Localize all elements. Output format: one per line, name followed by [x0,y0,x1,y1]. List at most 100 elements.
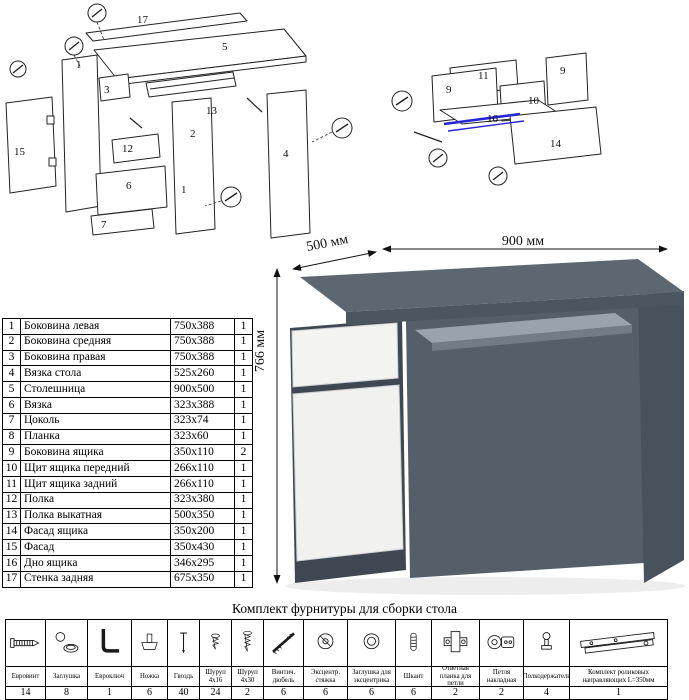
drawer-side-right-panel [545,52,589,106]
parts-cell-size: 675x350 [170,570,235,588]
parts-cell-name: Боковина ящика [20,444,171,462]
parts-cell-num: 6 [2,396,21,414]
dim-width-label: 900 мм [502,234,544,249]
double-thread-dowel-icon [264,620,303,666]
parts-cell-name: Полка [20,491,171,509]
eccentric-cam-icon [304,620,347,666]
hardware-kit-title: Комплект фурнитуры для сборки стола [232,601,457,616]
hardware-item-name: Гвоздь [168,666,199,686]
floor-shadow [285,577,685,595]
side-panel-right [638,291,684,583]
hardware-item-qty: 6 [396,686,431,699]
side-right-panel [266,89,311,239]
parts-cell-qty: 1 [234,554,253,572]
parts-cell-size: 266x110 [170,475,235,493]
desktop-top [300,259,684,312]
loose-screws [413,131,443,143]
hardware-item-qty: 1 [88,686,131,699]
back-wall-panel [85,12,248,42]
rolling-shelf-panel [145,71,237,98]
wood-dowel-icon [396,620,431,666]
parts-cell-size: 323x60 [170,428,235,446]
side-left-panel [61,54,102,213]
parts-cell-qty: 1 [234,349,253,367]
callout-number: 17 [137,14,149,26]
hardware-item-qty: 6 [264,686,303,699]
parts-cell-size: 750x388 [170,318,235,335]
parts-cell-name: Фасад ящика [20,523,171,541]
dimension-lines [273,245,668,584]
hardware-item-name: Ножка [132,666,167,686]
loose-screws [129,97,263,129]
nail-icon [168,620,199,666]
drawer-diagram-callouts: 11 9 9 10 16 14 [446,65,566,150]
callout-number: 3 [104,84,110,96]
callout-number: 4 [283,148,289,160]
confirmat-screw-icon [6,620,45,666]
parts-cell-name: Вязка [20,396,171,414]
hardware-item-qty: 6 [132,686,167,699]
hardware-item-qty: 8 [46,686,87,699]
hardware-item-name: Комплект роликовых направляющих L=350мм [570,666,667,686]
parts-cell-size: 266x110 [170,460,235,477]
parts-cell-qty: 1 [234,570,253,588]
hinge-mark [46,115,55,125]
parts-cell-size: 346x295 [170,554,235,572]
parts-cell-num: 1 [2,318,21,335]
parts-cell-qty: 1 [234,318,253,335]
callout-number: 1 [181,184,187,196]
exploded-diagram-drawer: 11 9 9 10 16 14 [391,52,602,186]
hardware-item-name: Заглушка [46,666,87,686]
parts-cell-qty: 2 [234,444,253,462]
parts-cell-num: 14 [2,523,21,541]
parts-cell-name: Дно ящика [20,554,171,572]
parts-cell-num: 8 [2,428,21,446]
hardware-item-name: Петля накладная [480,666,523,686]
parts-cell-num: 5 [2,381,21,398]
knee-space-back [406,301,644,578]
screw-long-icon [232,620,263,666]
leg-icon [132,620,167,666]
parts-cell-size: 525x260 [170,365,235,383]
roller-guide-lines [443,112,525,132]
parts-cell-name: Планка [20,428,171,446]
parts-cell-qty: 1 [234,475,253,493]
plug-icon [46,620,87,666]
parts-cell-size: 500x350 [170,507,235,525]
hardware-item-name: Шуруп 4x30 [232,666,263,686]
hardware-item-qty: 24 [200,686,231,699]
parts-cell-size: 323x388 [170,396,235,414]
hardware-item-name: Винтич. дюбель [264,666,303,686]
desk-render: 900 мм 500 мм 766 мм [253,233,685,595]
parts-cell-qty: 1 [234,539,253,556]
callout-number: 7 [101,219,107,231]
hardware-item-qty: 4 [524,686,569,699]
callout-number: 11 [478,70,489,82]
side-middle-panel [171,97,216,235]
desktop-front-edge [346,292,684,325]
parts-cell-num: 3 [2,349,21,367]
parts-cell-name: Столешница [20,381,171,398]
hinge-mark [48,157,57,167]
parts-cell-num: 15 [2,539,21,556]
hardware-item-name: Шуруп 4x16 [200,666,231,686]
leader-lines [73,21,333,207]
parts-cell-num: 12 [2,491,21,509]
parts-cell-qty: 1 [234,365,253,383]
